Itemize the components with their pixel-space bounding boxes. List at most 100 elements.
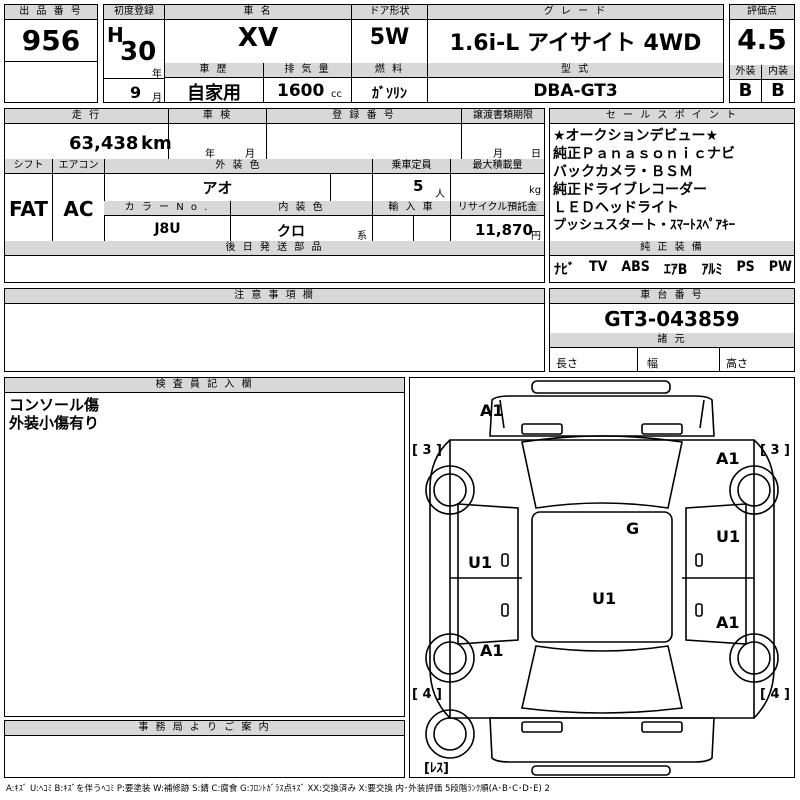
sales-point: プッシュスタート・ｽﾏｰﾄｽﾍﾟｱｷｰ xyxy=(553,218,736,233)
tyre-tag: [ 3 ] xyxy=(760,443,790,458)
interior-color: クロ xyxy=(277,224,305,240)
int-color-unit: 系 xyxy=(357,231,367,242)
divider xyxy=(263,77,264,102)
month-unit: 月 xyxy=(152,93,162,104)
tyre-tag: [ 3 ] xyxy=(412,443,442,458)
exterior-label: 外装 xyxy=(730,65,762,80)
inspection-label: 車 検 xyxy=(169,109,267,124)
capacity-label: 乗車定員 xyxy=(373,159,451,174)
windshield-shape xyxy=(521,435,683,509)
notes-label: 注 意 事 項 欄 xyxy=(5,289,544,304)
history-label: 車 歴 xyxy=(165,63,264,78)
tyre-tag: [ﾚｽ] xyxy=(424,761,449,776)
lot-number-label: 出 品 番 号 xyxy=(5,5,97,20)
load-label: 最大積載量 xyxy=(451,159,544,174)
damage-mark: A1 xyxy=(480,401,504,420)
displacement-label: 排 気 量 xyxy=(264,63,352,78)
score-label: 評価点 xyxy=(730,5,794,20)
chassis-label: 車 台 番 号 xyxy=(550,289,794,304)
inspector-note: コンソール傷 xyxy=(9,396,100,414)
color-label: 外 装 色 xyxy=(105,159,373,174)
equipment-label: 純 正 装 備 xyxy=(550,241,794,256)
door-type: 5W xyxy=(369,25,410,50)
handle-shape xyxy=(501,553,509,567)
history: 自家用 xyxy=(187,83,241,104)
divider xyxy=(168,123,169,159)
damage-diagram-box: A1 A1 G U1 U1 U1 A1 A1 [ 3 ] [ 3 ] [ 4 ]… xyxy=(409,377,795,778)
equipment-item: ABS xyxy=(621,259,650,275)
rear-bumper-shape xyxy=(531,765,671,776)
later-parts-label: 後 日 発 送 部 品 xyxy=(5,241,544,256)
equipment-item: ｱﾙﾐ xyxy=(701,262,723,278)
left-door-shape xyxy=(457,503,519,645)
car-damage-diagram: A1 A1 G U1 U1 U1 A1 A1 [ 3 ] [ 3 ] [ 4 ]… xyxy=(412,380,790,776)
mileage-label: 走 行 xyxy=(5,109,169,124)
spare-wheel-shape xyxy=(425,709,475,759)
first-reg-year: 30 xyxy=(120,37,157,67)
office-box: 事 務 局 よ り ご 案 内 xyxy=(4,720,405,778)
taillamp-left-shape xyxy=(521,721,563,733)
divider xyxy=(266,123,267,159)
wheel-fr-inner-shape xyxy=(737,473,771,507)
first-reg-month: 9 xyxy=(130,83,142,102)
inspector-box: 検 査 員 記 入 欄 コンソール傷 外装小傷有り xyxy=(4,377,405,717)
length-label: 長さ xyxy=(556,357,578,370)
wheel-rl-inner-shape xyxy=(433,641,467,675)
taillamp-right-shape xyxy=(641,721,683,733)
interior-grade: B xyxy=(771,80,785,101)
dims-label: 諸 元 xyxy=(550,333,794,348)
door-label: ドア形状 xyxy=(352,5,428,20)
era: H xyxy=(107,23,124,47)
model: DBA-GT3 xyxy=(533,81,618,101)
recycle-fee: 11,870 xyxy=(475,221,533,239)
exterior-color: アオ xyxy=(202,179,233,197)
chassis-box: 車 台 番 号 GT3-043859 諸 元 長さ 幅 高さ xyxy=(549,288,795,372)
recycle-label: リサイクル預託金 xyxy=(451,201,544,216)
divider xyxy=(52,173,53,241)
sales-points-box: セ ー ル ス ポ イ ン ト ★オークションデビュー★ 純正Ｐａｎａｓｏｎｉｃ… xyxy=(549,108,795,283)
damage-mark: A1 xyxy=(480,641,504,660)
lot-number: 956 xyxy=(21,24,81,57)
notes-box: 注 意 事 項 欄 xyxy=(4,288,545,372)
recycle-unit: 円 xyxy=(531,231,541,242)
handle-shape xyxy=(501,603,509,617)
divider xyxy=(104,78,164,79)
divider xyxy=(330,173,331,201)
sales-point: ＬＥＤヘッドライト xyxy=(553,200,679,216)
wheel-fl-shape xyxy=(425,465,475,515)
divider xyxy=(413,215,414,241)
details-box: 走 行 車 検 登 録 番 号 譲渡書類期限 63,438 km 年 月 月 日… xyxy=(4,108,545,283)
equipment-item: PS xyxy=(736,259,755,275)
damage-mark: U1 xyxy=(716,527,740,546)
first-registration-box: 初度登録 H 30 年 9 月 xyxy=(103,4,165,104)
divider xyxy=(230,215,231,241)
sales-point: 純正Ｐａｎａｓｏｎｉｃナビ xyxy=(553,146,735,162)
tyre-tag: [ 4 ] xyxy=(412,687,442,702)
tyre-tag: [ 4 ] xyxy=(760,687,790,702)
import-label: 輸 入 車 xyxy=(373,201,451,216)
equipment-item: ﾅﾋﾞ xyxy=(554,262,575,278)
line-shape xyxy=(699,399,705,429)
displacement-unit: cc xyxy=(331,89,342,100)
transfer-label: 譲渡書類期限 xyxy=(462,109,544,124)
right-door-shape xyxy=(685,503,747,645)
equipment-item: TV xyxy=(589,259,608,275)
shift: FAT xyxy=(9,197,48,221)
lot-number-box: 出 品 番 号 956 xyxy=(4,4,98,62)
transfer-month-unit: 月 xyxy=(493,149,503,160)
legend: A:ｷｽﾞ U:ﾍｺﾐ B:ｷｽﾞを伴うﾍｺﾐ P:要塗装 W:補修跡 S:錆 … xyxy=(6,784,550,794)
damage-mark: A1 xyxy=(716,613,740,632)
handle-shape xyxy=(695,553,703,567)
equipment-list: ﾅﾋﾞ TV ABS ｴｱB ｱﾙﾐ PS PW xyxy=(554,259,792,279)
left-side-shape xyxy=(429,439,451,719)
office-label: 事 務 局 よ り ご 案 内 xyxy=(5,721,404,736)
load-unit: kg xyxy=(529,185,542,196)
front-bumper-shape xyxy=(531,380,671,394)
line-shape xyxy=(499,399,505,429)
headlamp-right-shape xyxy=(641,423,683,435)
divider xyxy=(761,79,762,102)
model-label: 型 式 xyxy=(428,63,723,78)
damage-mark: A1 xyxy=(716,449,740,468)
capacity-unit: 人 xyxy=(435,189,445,200)
fuel-label: 燃 料 xyxy=(352,63,428,78)
